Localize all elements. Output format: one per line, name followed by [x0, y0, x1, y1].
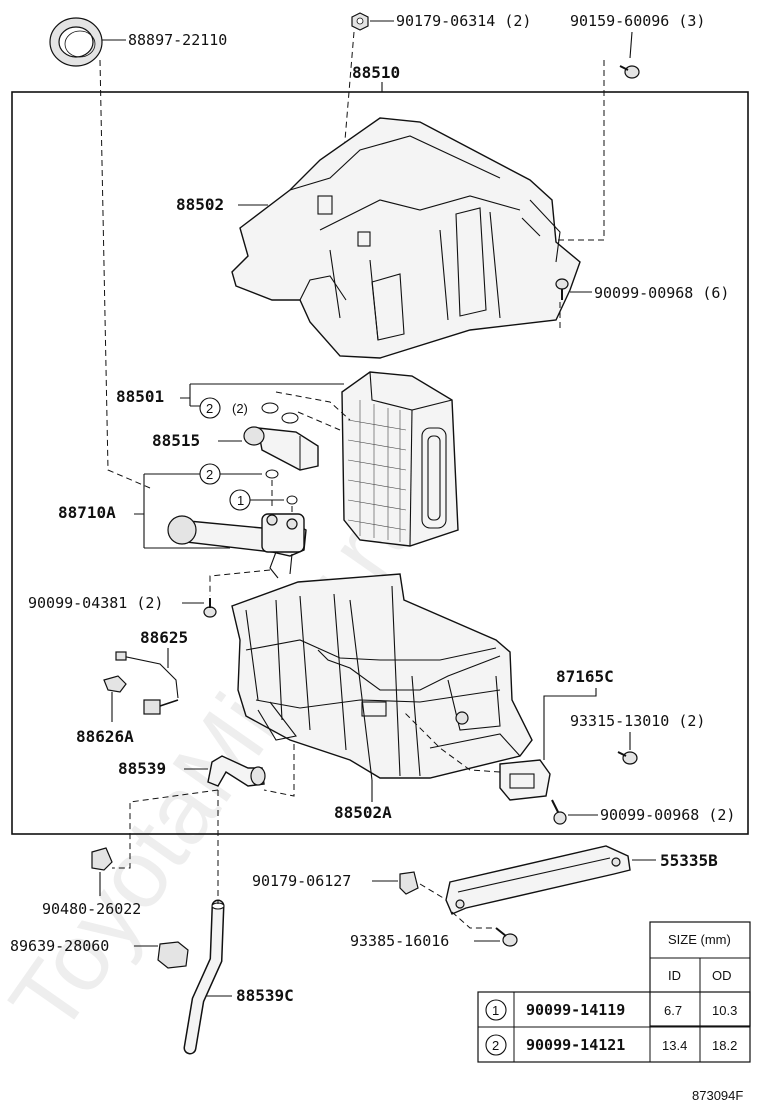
size-row-2-part: 90099-14121 [526, 1036, 625, 1054]
o-ring-1[interactable] [286, 495, 298, 505]
label-88625: 88625 [140, 628, 188, 647]
size-row-2-id: 13.4 [662, 1038, 687, 1053]
screw-90159-60096[interactable] [619, 65, 640, 79]
label-90159-60096: 90159-60096 (3) [570, 12, 705, 30]
leader-88501 [180, 383, 344, 407]
size-row-1-id: 6.7 [664, 1003, 682, 1018]
screw-90099-00968-6[interactable] [555, 278, 569, 300]
tube-88710a[interactable] [167, 513, 307, 579]
label-88502a: 88502A [334, 803, 392, 822]
size-row-1-part: 90099-14119 [526, 1001, 625, 1019]
size-table-col-id: ID [668, 968, 681, 983]
label-88501: 88501 [116, 387, 164, 406]
expansion-valve-88515[interactable] [243, 426, 319, 471]
o-ring-pair-2a[interactable] [261, 402, 299, 424]
callout-circle-2a [199, 397, 221, 419]
label-87165c: 87165C [556, 667, 614, 686]
seal-88897-22110[interactable] [49, 17, 103, 67]
callout-2b-number: 2 [206, 467, 213, 482]
label-88897-22110: 88897-22110 [128, 31, 227, 49]
leader-88710a [134, 473, 230, 549]
lower-case-88502a[interactable] [231, 573, 533, 781]
diagram-reference-code: 873094F [692, 1088, 743, 1103]
dashed-guide-clip [419, 883, 451, 903]
dashed-guide-screw [540, 60, 605, 241]
label-90179-06127: 90179-06127 [252, 872, 351, 890]
screw-90099-00968-2[interactable] [551, 799, 567, 825]
drain-hose-88539c[interactable] [183, 899, 225, 1055]
label-88510: 88510 [352, 63, 400, 82]
dashed-guide-bolt [451, 911, 496, 929]
grommet-90480-26022[interactable] [91, 847, 113, 871]
size-table [477, 921, 751, 1063]
callout-2a-number: 2 [206, 401, 213, 416]
label-90099-00968-6: 90099-00968 (6) [594, 284, 729, 302]
screw-90099-04381[interactable] [203, 598, 217, 618]
label-55335b: 55335B [660, 851, 718, 870]
leader-90159-60096 [629, 31, 633, 59]
leader-87165c [543, 688, 597, 760]
size-row-1-od: 10.3 [712, 1003, 737, 1018]
dashed-guide-servo [403, 711, 501, 773]
thermistor-88625[interactable] [115, 651, 179, 715]
label-88710a: 88710A [58, 503, 116, 522]
size-row-2-od: 18.2 [712, 1038, 737, 1053]
servo-motor-87165c[interactable] [499, 759, 551, 801]
size-row-2-circle [485, 1034, 507, 1056]
callout-1-number: 1 [237, 493, 244, 508]
size-table-col-od: OD [712, 968, 732, 983]
label-90099-04381: 90099-04381 (2) [28, 594, 163, 612]
size-row-1-circle [485, 999, 507, 1021]
dashed-guide-tube [209, 569, 271, 596]
label-88502: 88502 [176, 195, 224, 214]
size-row-2-num: 2 [492, 1038, 499, 1053]
label-88515: 88515 [152, 431, 200, 450]
label-90480-26022: 90480-26022 [42, 900, 141, 918]
label-90179-06314: 90179-06314 (2) [396, 12, 531, 30]
dashed-guide-drain [112, 744, 295, 869]
evaporator-88501[interactable] [341, 371, 459, 547]
upper-case-88502[interactable] [231, 117, 581, 359]
dashed-guide-seal [99, 59, 151, 489]
drain-hose-88539[interactable] [207, 755, 266, 787]
o-ring-2b[interactable] [265, 469, 279, 479]
label-88539: 88539 [118, 759, 166, 778]
dashed-guide-2a [275, 391, 351, 431]
screw-93315-13010[interactable] [617, 751, 638, 765]
label-88539c: 88539C [236, 986, 294, 1005]
assembly-frame [11, 91, 749, 835]
callout-2a-qty: (2) [232, 401, 248, 416]
brace-55335b[interactable] [445, 845, 631, 915]
label-90099-00968-2: 90099-00968 (2) [600, 806, 735, 824]
clip-90179-06127[interactable] [399, 871, 419, 895]
size-table-title: SIZE (mm) [668, 932, 731, 947]
label-89639-28060: 89639-28060 [10, 937, 109, 955]
clip-88626a[interactable] [103, 675, 127, 693]
size-row-1-num: 1 [492, 1003, 499, 1018]
bolt-93385-16016[interactable] [495, 927, 518, 947]
label-88626a: 88626A [76, 727, 134, 746]
dashed-guide-orings [271, 480, 293, 516]
label-93385-16016: 93385-16016 [350, 932, 449, 950]
nut-90179-06314[interactable] [351, 12, 369, 31]
label-93315-13010: 93315-13010 (2) [570, 712, 705, 730]
clamp-89639-28060[interactable] [157, 941, 189, 969]
